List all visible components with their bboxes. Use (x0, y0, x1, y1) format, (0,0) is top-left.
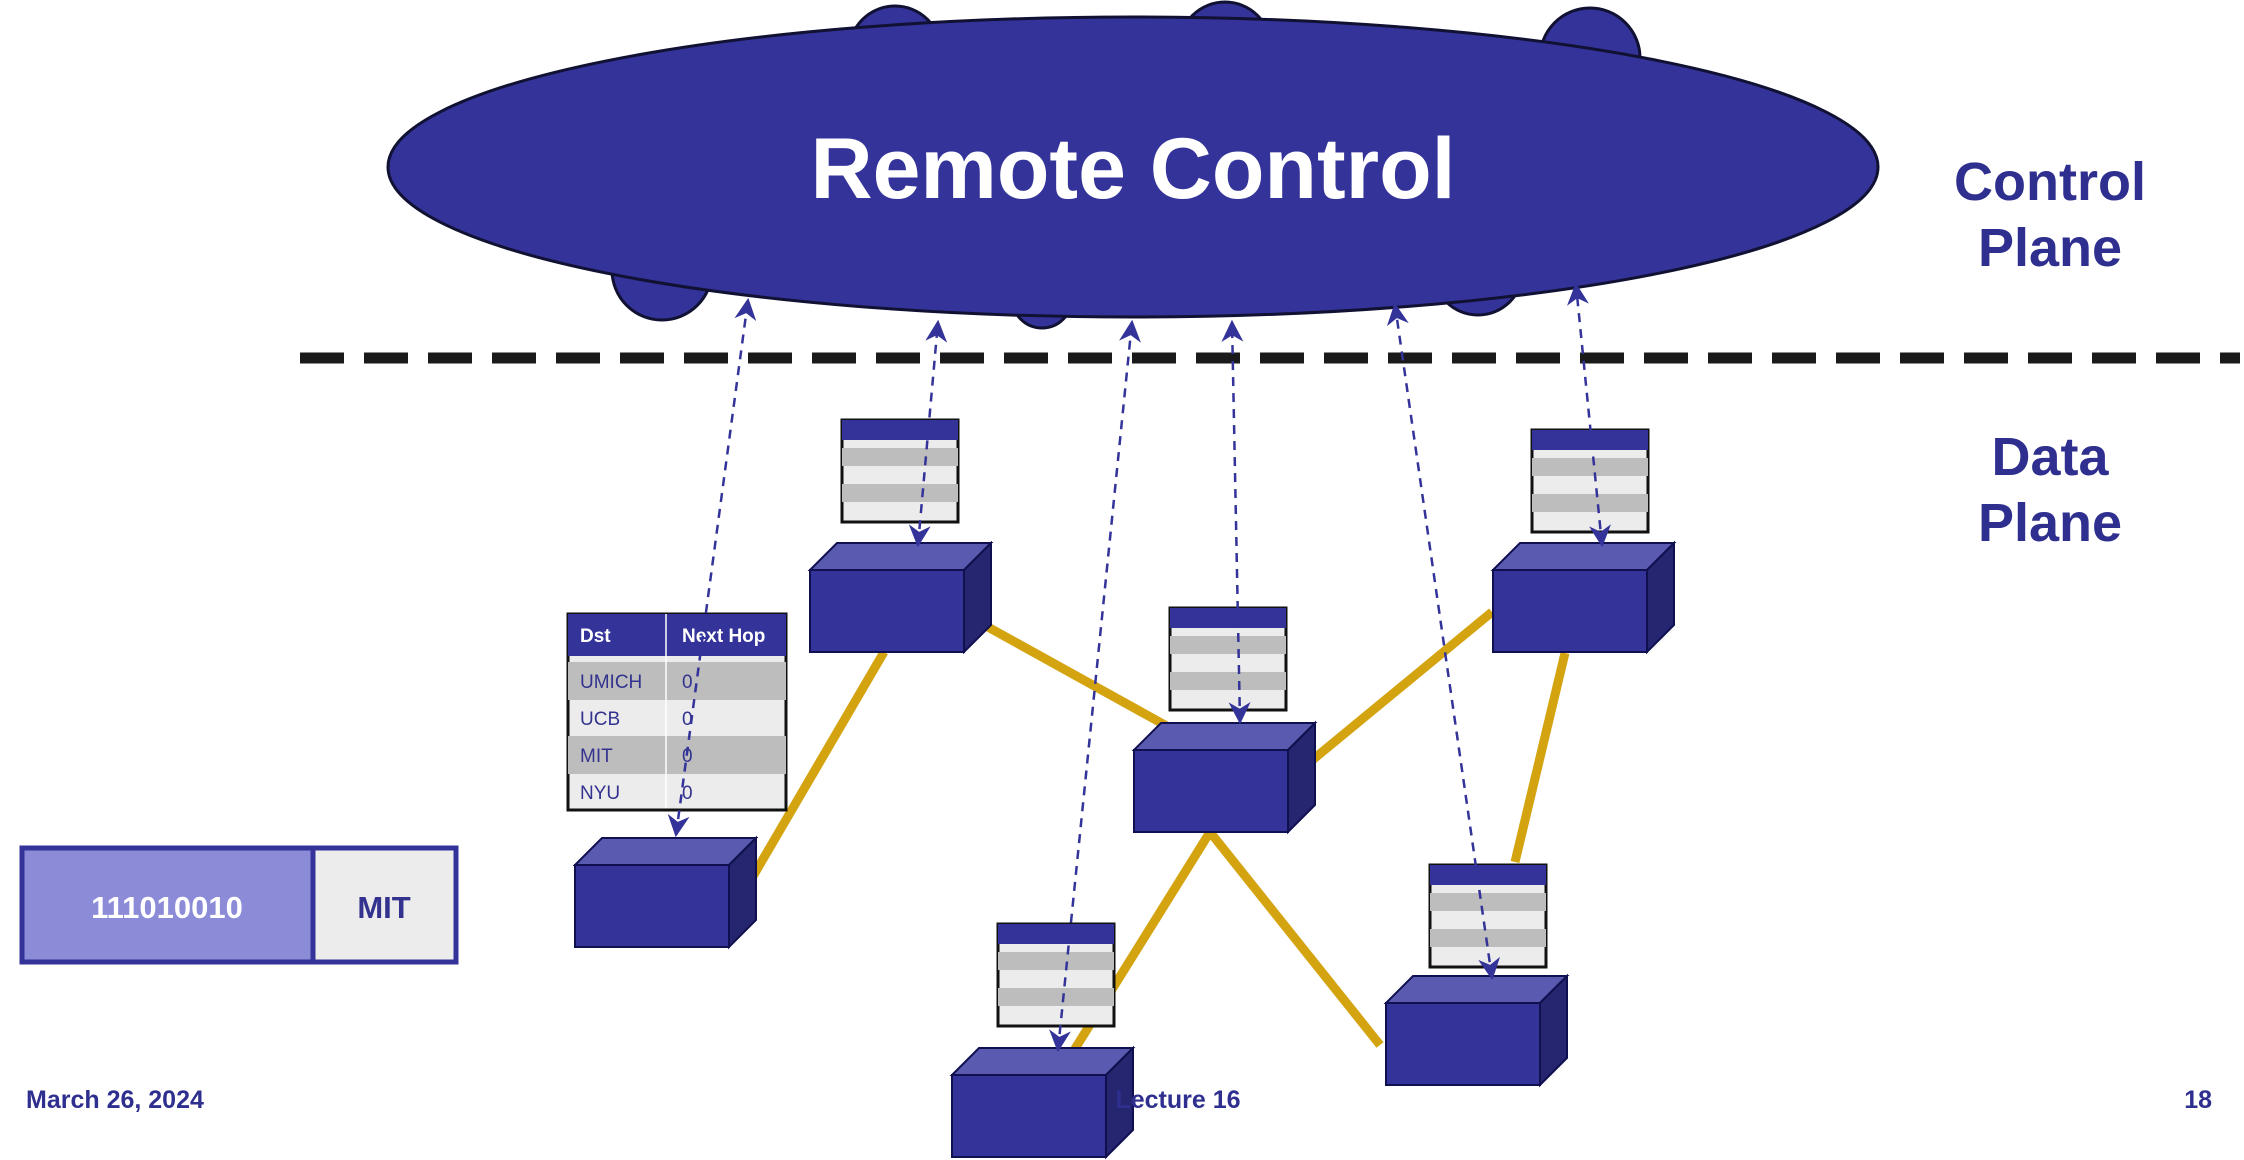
control-plane-label-line2: Plane (1978, 218, 2122, 278)
switch-e (949, 1045, 1136, 1160)
packet-destination-field (310, 845, 459, 965)
control-channel-arrow (1049, 319, 1141, 1053)
remote-control-cloud: Remote Control (386, 0, 1880, 330)
data-plane-label-line1: Data (1991, 427, 2109, 487)
control-channel-arrow (1567, 282, 1611, 548)
mini-table-c (1168, 606, 1288, 712)
control-channel-arrow (667, 297, 757, 838)
packet-header-field (19, 845, 316, 965)
link (1206, 829, 1384, 1048)
forwarding-table-dst: UCB (580, 709, 620, 730)
forwarding-table-next-hop: 0 (682, 672, 693, 693)
forwarding-table-dst: NYU (580, 783, 620, 804)
forwarding-table-header-next-hop: Next Hop (682, 626, 765, 647)
forwarding-table-dst: MIT (580, 746, 613, 767)
link (748, 649, 888, 881)
forwarding-table-dst: UMICH (580, 672, 642, 693)
switch-c (1131, 720, 1318, 835)
mini-table-e (996, 922, 1116, 1028)
footer-lecture: Lecture 16 (1115, 1086, 1240, 1114)
remote-control-title: Remote Control (811, 121, 1456, 217)
mini-table-b (840, 418, 960, 524)
packet: 111010010 MIT (19, 845, 459, 965)
switch-d (1490, 540, 1677, 655)
footer-date: March 26, 2024 (26, 1086, 204, 1114)
forwarding-table-header-dst: Dst (580, 626, 611, 647)
control-plane-label-line1: Control (1954, 152, 2146, 212)
switch-a (572, 835, 759, 950)
switch-b (807, 540, 994, 655)
link (1307, 608, 1495, 766)
mini-table-f (1428, 863, 1548, 969)
switch-f (1383, 973, 1570, 1088)
control-channel-arrow (1221, 319, 1251, 725)
packet-destination: MIT (357, 890, 410, 925)
link (1510, 651, 1570, 864)
control-channel-arrow (1386, 302, 1501, 981)
mini-table-d (1530, 428, 1650, 534)
control-channel-arrow (908, 319, 948, 548)
forwarding-table: Dst Next Hop UMICH 0 UCB 0 MIT 0 NYU 0 (566, 612, 788, 812)
control-channels (667, 282, 1611, 1053)
footer-page-number: 18 (2184, 1086, 2212, 1114)
data-plane-label-line2: Plane (1978, 493, 2122, 553)
packet-header-bits: 111010010 (91, 890, 243, 925)
